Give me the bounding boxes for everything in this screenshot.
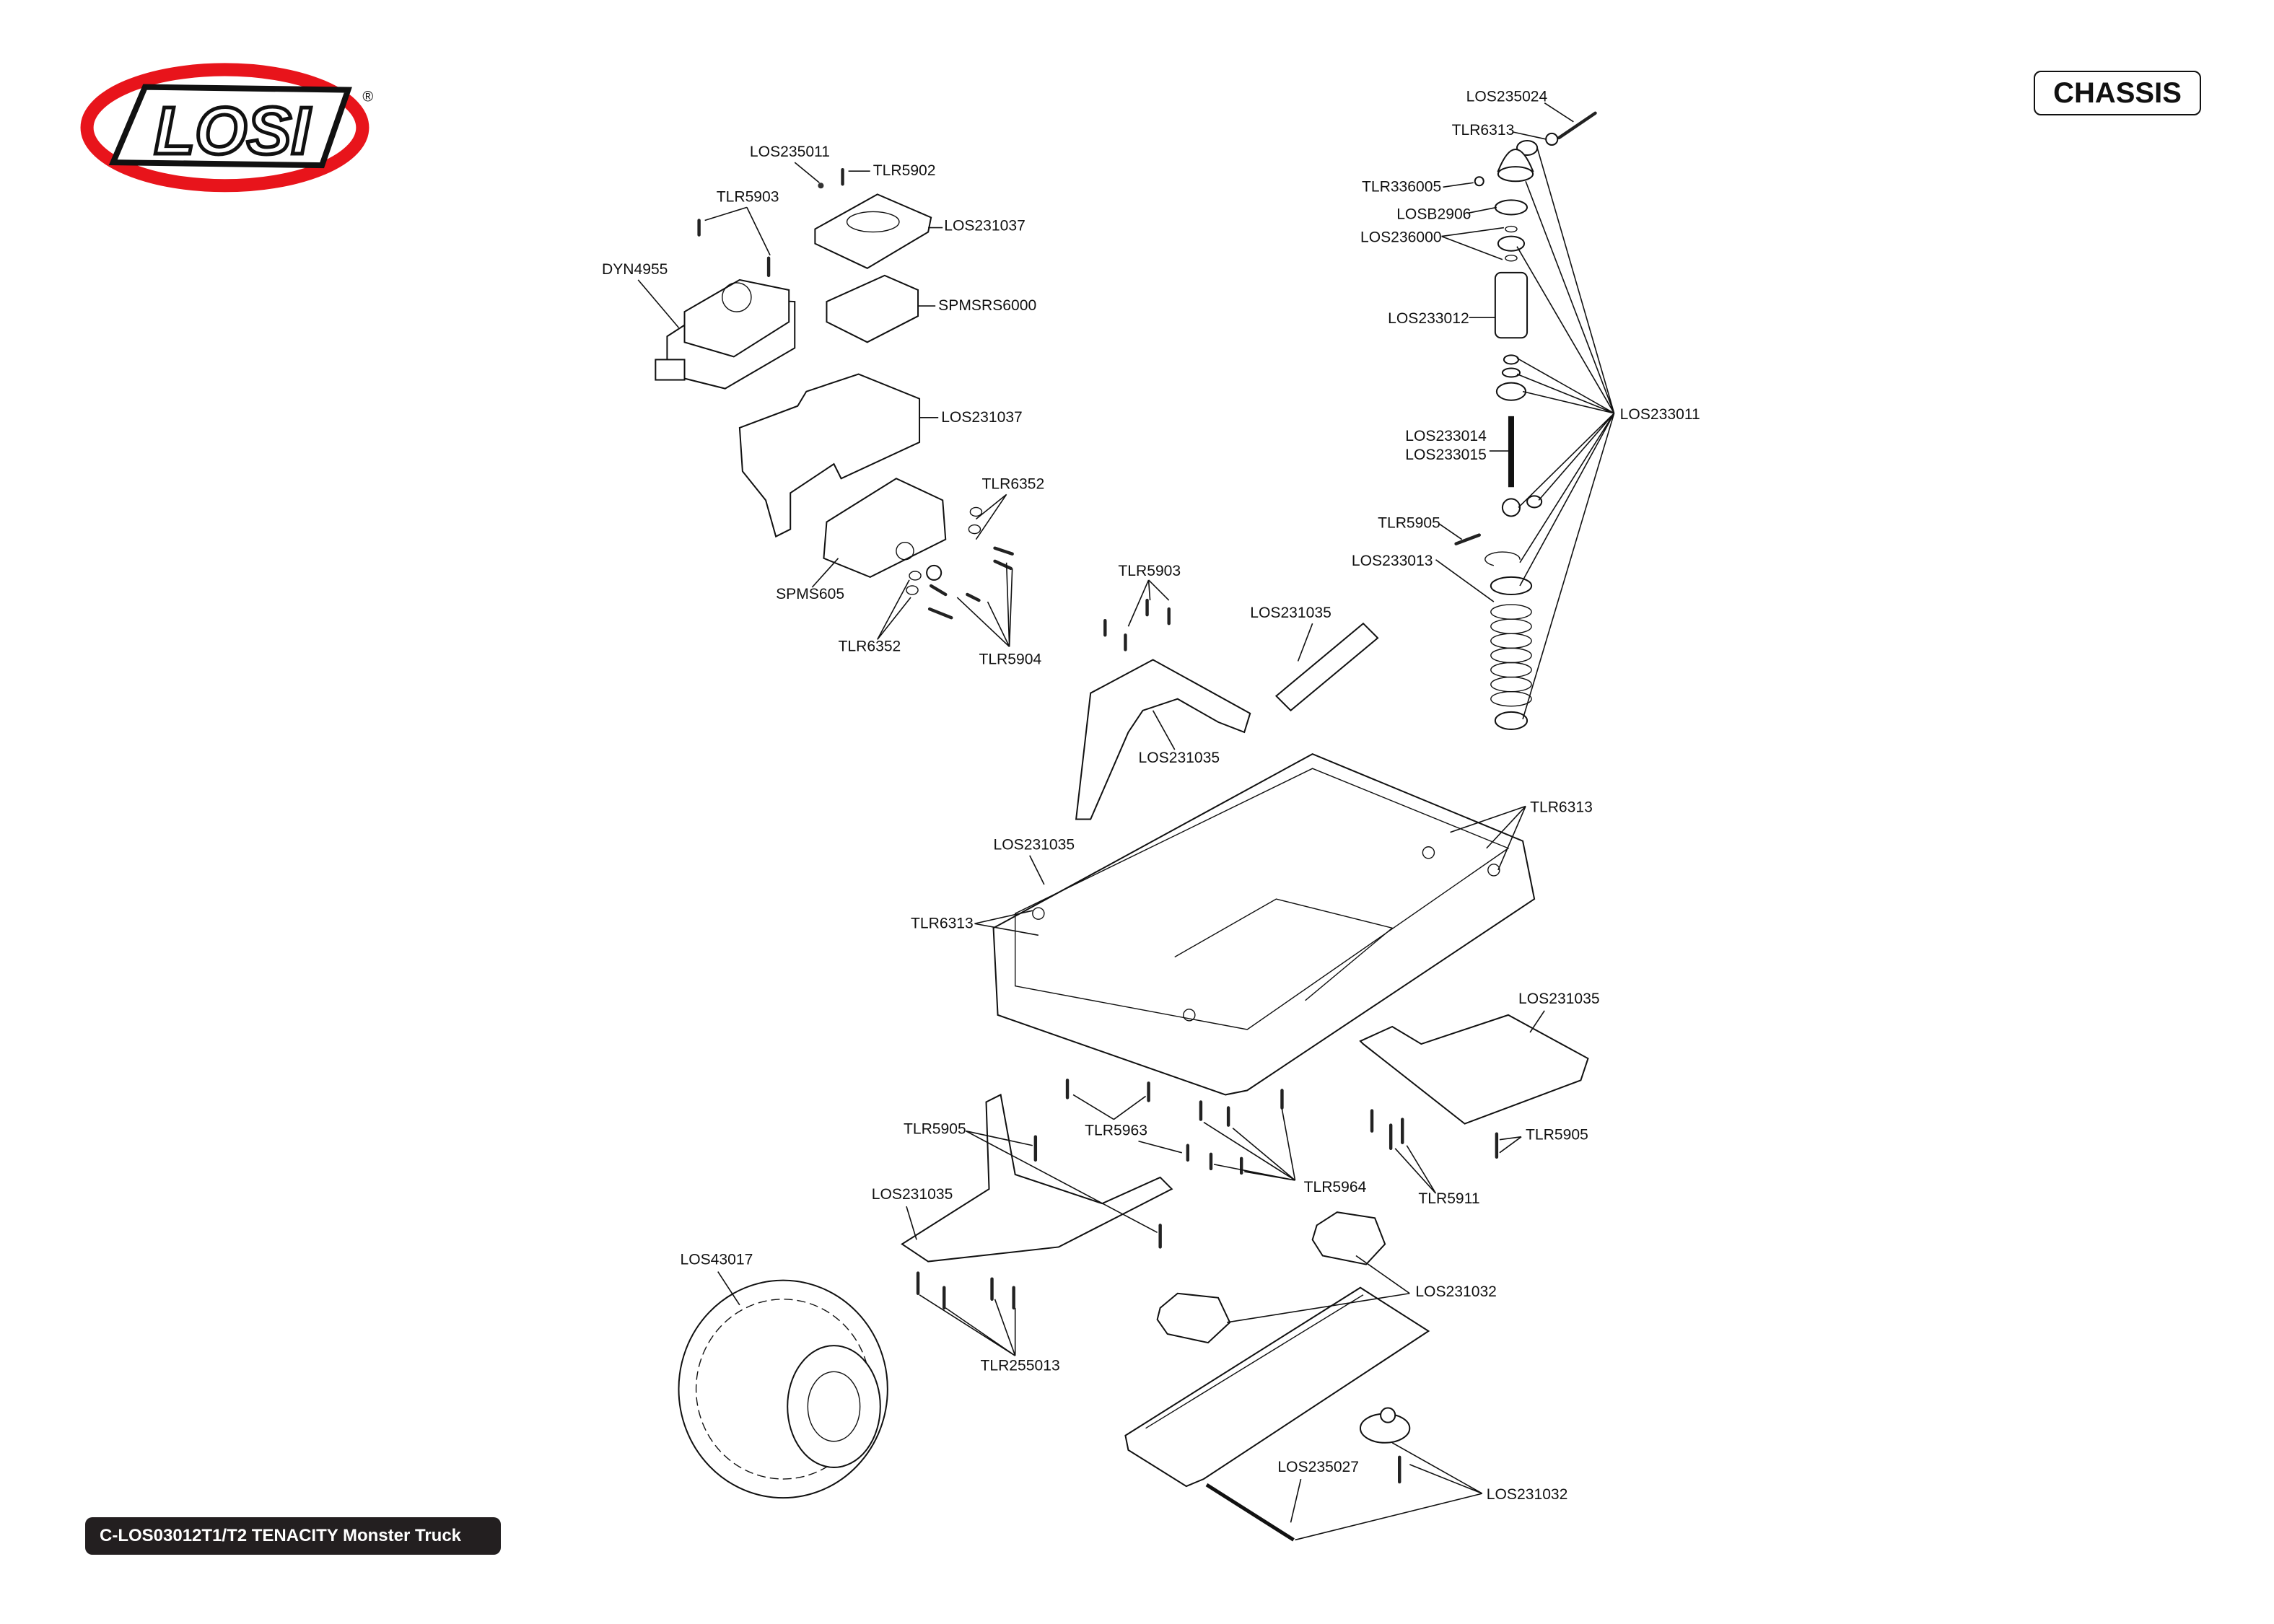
part-label: LOS233011 [1620,406,1700,423]
part-label: LOS231037 [941,409,1023,426]
part-battery-tray [1124,1211,1430,1542]
part-receiver-cover [814,193,932,269]
part-label: LOS236000 [1360,229,1442,246]
part-label: TLR6313 [911,915,974,931]
part-receiver-box [738,373,921,538]
part-label: LOS231035 [872,1186,953,1203]
part-esc [655,278,796,390]
part-label: TLR255013 [980,1357,1059,1374]
part-label: TLR5903 [1118,563,1181,579]
part-label: TLR5903 [717,188,779,205]
part-label: SPMSRS6000 [938,297,1036,314]
part-label: DYN4955 [602,261,668,278]
part-label: LOS235011 [750,144,830,160]
part-label: SPMS605 [776,586,844,602]
part-label: TLR5905 [904,1121,966,1138]
part-label: LOS233012 [1388,310,1469,327]
part-label: TLR5905 [1378,515,1440,532]
part-label: TLR6352 [839,638,901,654]
part-label: TLR5902 [873,162,936,179]
part-label: LOS235024 [1466,89,1548,105]
part-label: LOS231035 [1139,750,1220,766]
part-label: TLR6313 [1530,799,1593,815]
part-label: TLR6352 [981,475,1044,492]
part-label: LOS231032 [1487,1486,1568,1503]
part-rear-brace [901,1014,1589,1263]
part-label: TLR5905 [1526,1127,1588,1144]
part-label: LOS43017 [680,1252,753,1268]
part-label: LOS231037 [944,218,1026,234]
svg-text:LOSI: LOSI [154,93,312,168]
model-footer: C-LOS03012T1/T2 TENACITY Monster Truck [85,1517,501,1555]
part-label: LOS233015 [1405,447,1487,463]
part-label: LOS233013 [1352,553,1433,569]
screws [916,1079,1499,1310]
section-title-badge: CHASSIS [2034,71,2201,115]
part-label: LOS231035 [994,837,1075,853]
losi-logo: LOSI ® [80,63,373,193]
part-label: LOS231035 [1518,991,1600,1007]
leader-lines [637,102,1615,1541]
part-servo [697,167,1014,620]
part-chassis-brace [1075,598,1379,820]
part-receiver [826,274,919,343]
part-chassis-tub [992,752,1536,1096]
part-label: LOS235027 [1277,1459,1359,1475]
part-label: LOSB2906 [1396,206,1471,222]
part-label: LOS231035 [1250,605,1331,621]
part-tire [678,1279,888,1499]
part-label: TLR5911 [1418,1190,1479,1207]
svg-text:®: ® [362,89,373,105]
part-label: TLR336005 [1362,178,1441,195]
part-label: TLR5963 [1085,1123,1147,1139]
part-labels: LOS235011 TLR5902 TLR5903 LOS231037 DYN4… [602,89,1700,1503]
part-label: LOS231032 [1415,1283,1497,1300]
part-label: TLR5904 [979,651,1041,667]
part-label: TLR5964 [1304,1179,1367,1195]
part-label: LOS233014 [1405,428,1487,444]
part-shock [1454,111,1597,730]
part-label: TLR6313 [1452,122,1515,139]
